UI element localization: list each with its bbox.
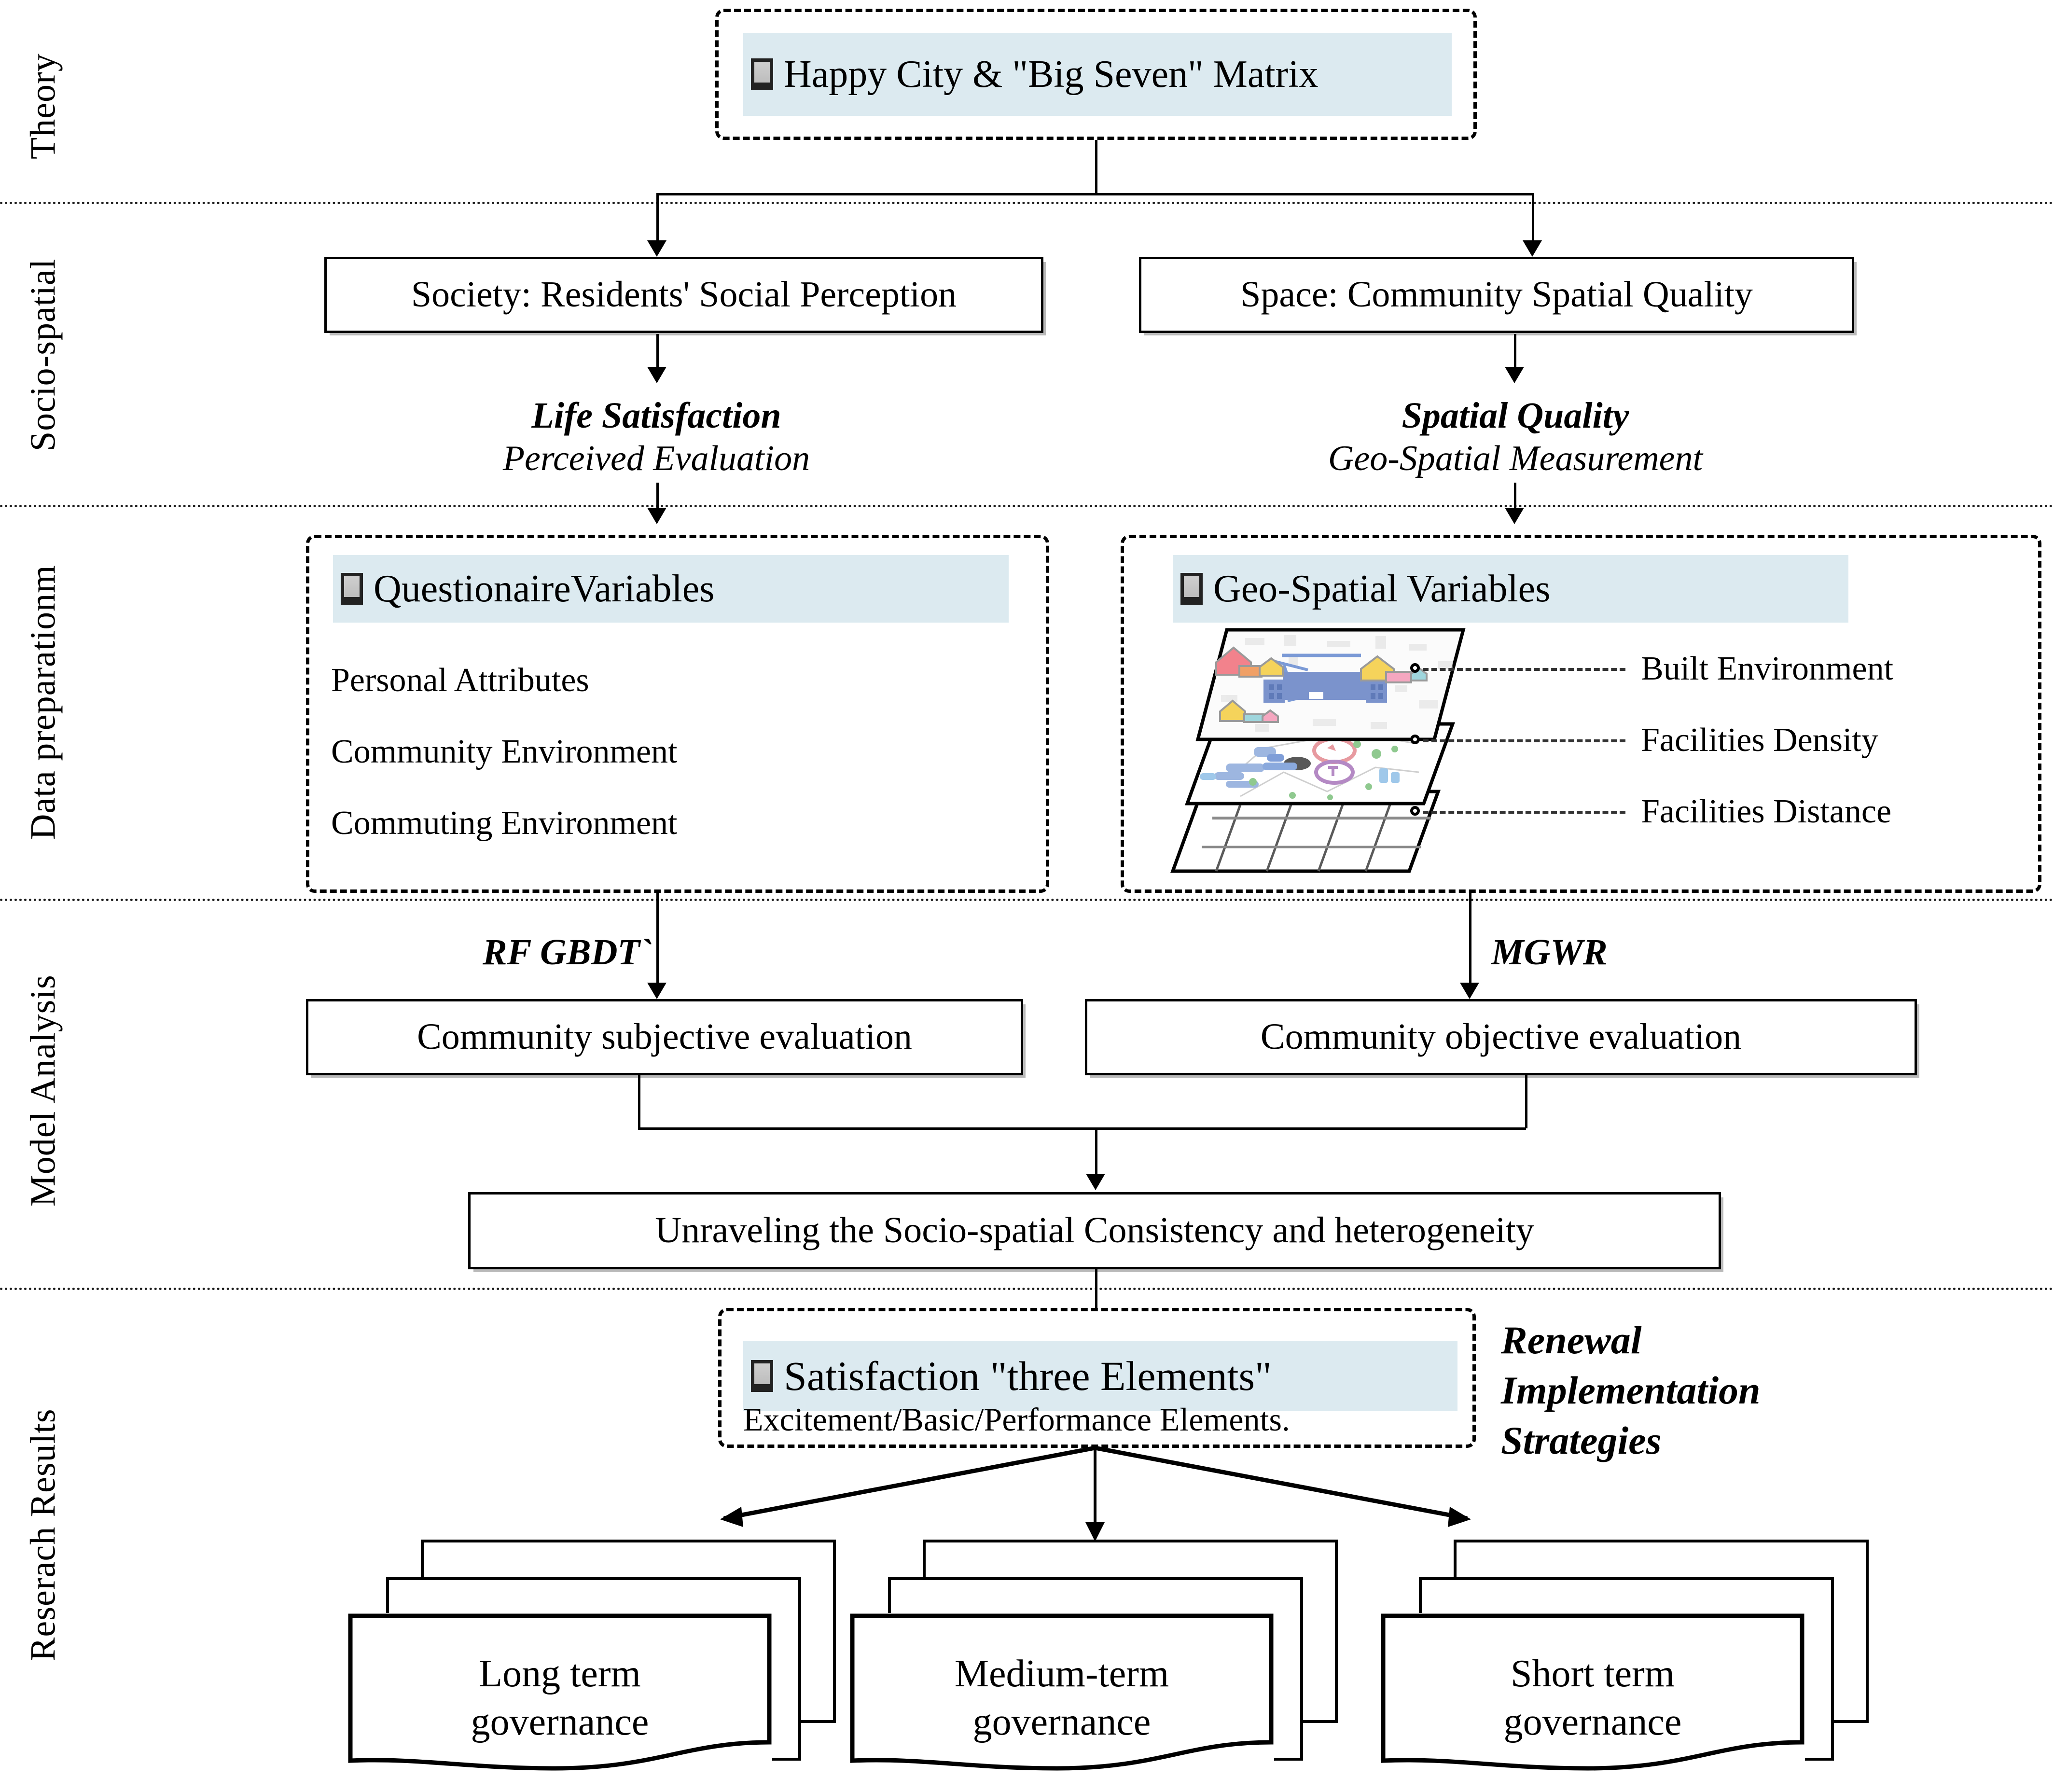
- doc-sheet-front: [347, 1613, 772, 1772]
- arrowhead-geospatial: [1505, 508, 1524, 524]
- merge-box[interactable]: Unraveling the Socio-spatial Consistency…: [468, 1192, 1721, 1269]
- subjective-evaluation-box[interactable]: Community subjective evaluation: [306, 999, 1023, 1075]
- geospatial-title: Geo-Spatial Variables: [1173, 555, 1848, 623]
- outcome-stack-medium-term[interactable]: Medium-term governance: [849, 1540, 1342, 1772]
- objective-evaluation-box[interactable]: Community objective evaluation: [1085, 999, 1917, 1075]
- outcome-label-short-term: Short term governance: [1380, 1650, 1805, 1746]
- band-separator-3: [0, 899, 2054, 901]
- outcome-label-line2: governance: [972, 1701, 1151, 1743]
- connector-space-to-geospatial: [1514, 483, 1516, 516]
- questionnaire-title-text: QuestionaireVariables: [374, 567, 715, 610]
- rail-label-theory: Theory: [23, 53, 63, 159]
- arrowhead-questionnaire: [647, 508, 666, 524]
- questionnaire-title: QuestionaireVariables: [333, 555, 1009, 623]
- outcome-label-medium-term: Medium-term governance: [849, 1650, 1274, 1746]
- layer-anchor-distance: [1410, 806, 1420, 816]
- connector-subjective-down: [638, 1075, 640, 1128]
- outcome-label-long-term: Long term governance: [347, 1650, 772, 1746]
- outcome-label-line1: Long term: [479, 1653, 641, 1695]
- connector-society-down: [656, 334, 659, 375]
- map-layers-illustration: [1168, 627, 1477, 878]
- outcome-label-line1: Short term: [1511, 1653, 1675, 1695]
- map-layer-streets: [1170, 790, 1441, 873]
- arrowhead-objective: [1460, 983, 1479, 999]
- band-separator-1: [0, 202, 2054, 204]
- outcome-label-line2: governance: [1503, 1701, 1682, 1743]
- layer-label-facilities-distance: Facilities Distance: [1641, 793, 1892, 830]
- left-method-label: RF GBDT`: [483, 932, 652, 972]
- outcome-stack-long-term[interactable]: Long term governance: [347, 1540, 840, 1772]
- connector-theory-down: [1095, 140, 1097, 194]
- connector-merge-down: [1095, 1127, 1097, 1176]
- rail-label-model-analysis: Model Analysis: [23, 974, 63, 1207]
- arrowhead-to-space: [1523, 240, 1542, 257]
- leader-facilities-distance: [1423, 811, 1625, 814]
- questionnaire-item-2: Commuting Environment: [331, 805, 678, 842]
- geospatial-title-text: Geo-Spatial Variables: [1213, 567, 1551, 610]
- results-title-text: Satisfaction "three Elements": [784, 1353, 1272, 1399]
- rail-label-data-preparation: Data preparationm: [23, 565, 63, 840]
- outcome-fanout-connectors: [720, 1446, 1471, 1542]
- arrowhead-merge: [1086, 1174, 1105, 1190]
- results-panel-subtitle: Excitement/Basic/Performance Elements.: [743, 1401, 1290, 1438]
- connector-theory-to-space: [1532, 193, 1534, 241]
- society-box[interactable]: Society: Residents' Social Perception: [324, 257, 1043, 333]
- band-separator-4: [0, 1288, 2054, 1290]
- connector-society-to-questionnaire: [656, 483, 659, 516]
- doc-sheet-front: [849, 1613, 1274, 1772]
- connector-theory-split: [656, 193, 1532, 195]
- bullet-square-icon: [751, 1360, 773, 1392]
- arrowhead-to-society: [647, 240, 666, 257]
- society-caption-sub: Perceived Evaluation: [502, 439, 810, 478]
- connector-questionnaire-to-subjective: [656, 893, 659, 989]
- questionnaire-item-0: Personal Attributes: [331, 662, 589, 699]
- arrowhead-space-caption: [1505, 367, 1524, 383]
- layer-anchor-built: [1410, 663, 1420, 673]
- connector-theory-to-society: [656, 193, 659, 241]
- doc-sheet-front: [1380, 1613, 1805, 1772]
- space-caption-sub: Geo-Spatial Measurement: [1328, 439, 1703, 478]
- band-separator-2: [0, 505, 2054, 507]
- layer-anchor-density: [1410, 735, 1420, 744]
- rail-label-socio-spatial: Socio-spatial: [23, 258, 63, 451]
- theory-panel-title: Happy City & "Big Seven" Matrix: [743, 33, 1452, 116]
- right-method-label: MGWR: [1491, 932, 1608, 972]
- space-caption-title: Spatial Quality: [1402, 395, 1629, 436]
- map-layer-built-environment: [1195, 628, 1466, 741]
- leader-facilities-density: [1423, 739, 1625, 742]
- arrowhead-society-caption: [647, 367, 666, 383]
- layer-label-built-environment: Built Environment: [1641, 650, 1894, 687]
- space-box[interactable]: Space: Community Spatial Quality: [1139, 257, 1854, 333]
- arrowhead-subjective: [647, 983, 666, 999]
- results-panel-title: Satisfaction "three Elements": [743, 1341, 1457, 1411]
- society-caption-title: Life Satisfaction: [531, 395, 781, 436]
- theory-title-text: Happy City & "Big Seven" Matrix: [784, 53, 1318, 96]
- side-note-line-0: Renewal: [1501, 1318, 1642, 1362]
- connector-objective-down: [1525, 1075, 1527, 1128]
- map-layers-svg: [1170, 628, 1466, 873]
- side-note-line-2: Strategies: [1501, 1418, 1662, 1462]
- questionnaire-item-1: Community Environment: [331, 733, 678, 770]
- connector-geospatial-to-objective: [1469, 893, 1471, 989]
- layer-label-facilities-density: Facilities Density: [1641, 722, 1878, 759]
- connector-space-down: [1514, 334, 1516, 375]
- outcome-label-line2: governance: [471, 1701, 649, 1743]
- side-note-line-1: Implementation: [1501, 1368, 1761, 1412]
- bullet-square-icon: [751, 58, 773, 90]
- bullet-square-icon: [1180, 573, 1203, 605]
- outcome-stack-short-term[interactable]: Short term governance: [1380, 1540, 1873, 1772]
- connector-merge-bar: [638, 1127, 1526, 1130]
- connector-merge-to-results: [1095, 1269, 1097, 1327]
- outcome-label-line1: Medium-term: [954, 1653, 1169, 1695]
- leader-built-environment: [1423, 668, 1625, 671]
- rail-label-research-results: Reserach Results: [23, 1408, 63, 1661]
- bullet-square-icon: [341, 573, 363, 605]
